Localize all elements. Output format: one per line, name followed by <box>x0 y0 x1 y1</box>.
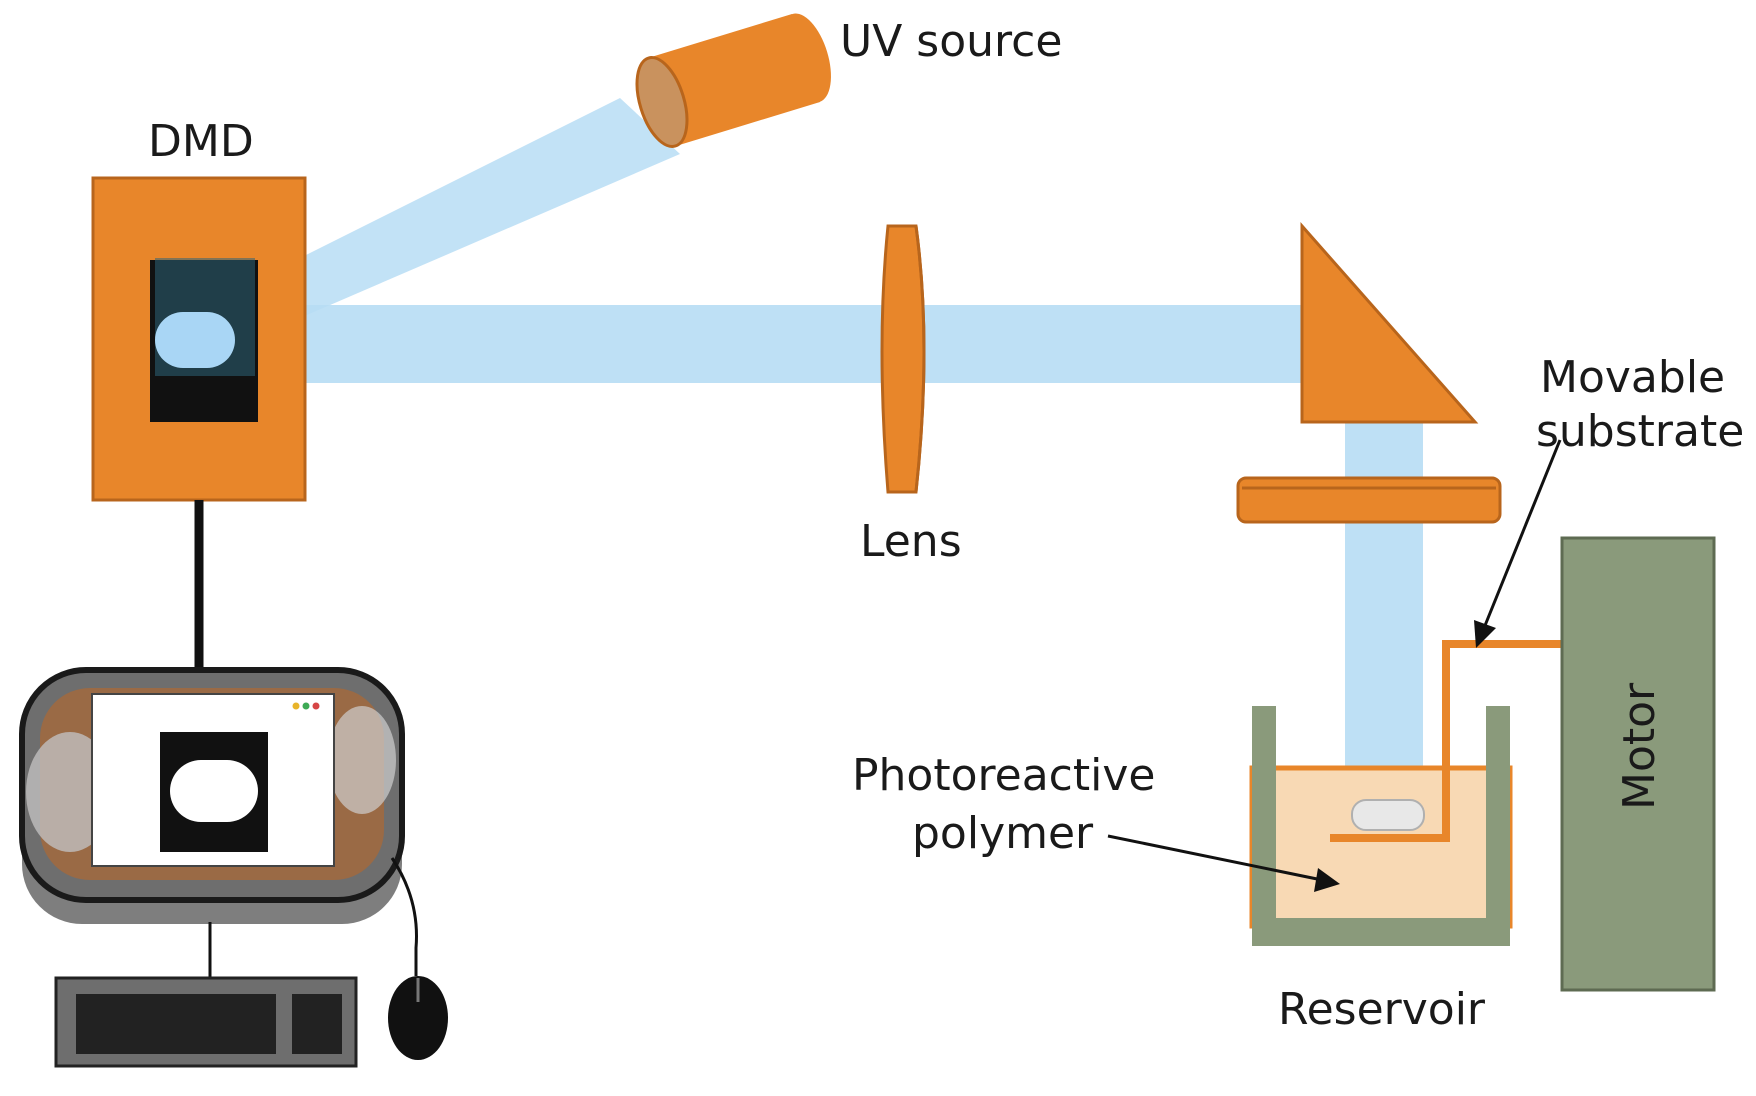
uv-source <box>635 13 831 148</box>
computer-monitor <box>19 667 405 924</box>
annotation-arrows <box>1107 439 1562 892</box>
dmd-device <box>91 176 307 502</box>
mouse-cable <box>390 857 418 976</box>
reservoir-label: Reservoir <box>1278 984 1486 1035</box>
reservoir <box>1249 706 1513 946</box>
motor-label: Motor <box>1614 682 1665 810</box>
movable-substrate-label-line1: Movable <box>1540 352 1725 403</box>
second-lens <box>1236 476 1502 524</box>
photoreactive-polymer-label-line1: Photoreactive <box>852 750 1155 801</box>
uv-source-label: UV source <box>840 16 1062 67</box>
printed-part <box>1351 799 1425 831</box>
dmd-label: DMD <box>148 116 254 167</box>
mouse <box>388 976 448 1060</box>
photoreactive-polymer-label-line2: polymer <box>912 808 1094 859</box>
lens-label: Lens <box>860 516 962 567</box>
uv-incoming-beam <box>300 98 680 318</box>
prism <box>1300 222 1479 424</box>
vertical-beam <box>1345 410 1423 820</box>
motor <box>1560 536 1716 992</box>
keyboard <box>54 976 358 1068</box>
lens <box>880 224 926 494</box>
horizontal-beam <box>300 305 1310 383</box>
movable-substrate-label-line2: substrate <box>1536 406 1744 457</box>
movable-substrate <box>1330 640 1562 842</box>
